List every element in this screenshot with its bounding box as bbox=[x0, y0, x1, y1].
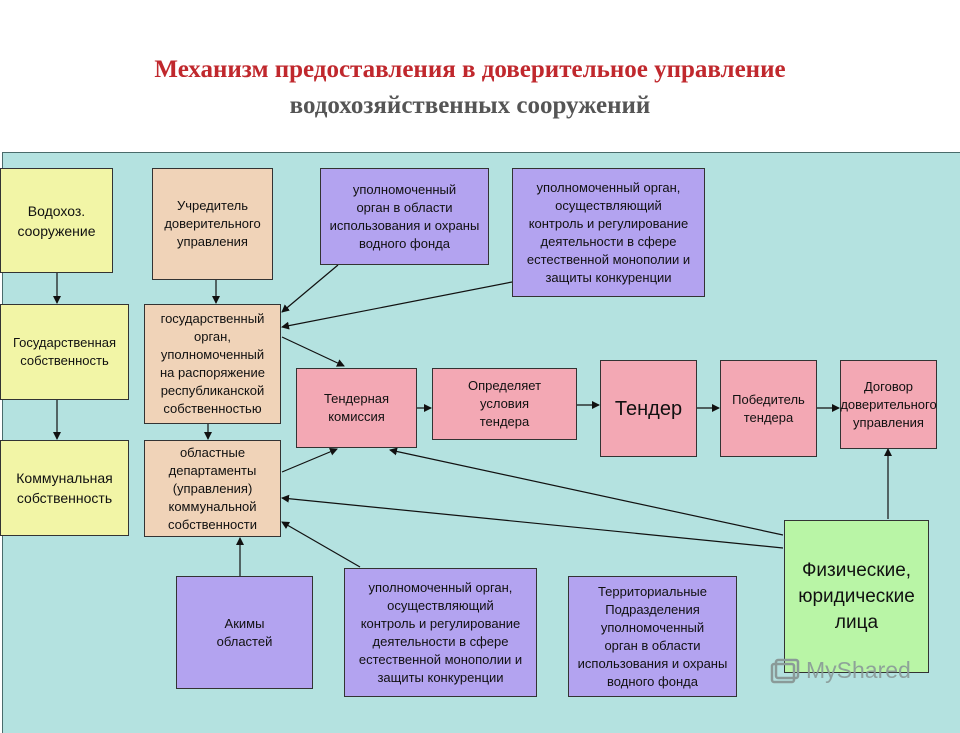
box-tender-komissiya: Тендерная комиссия bbox=[296, 368, 417, 448]
box-uchreditel: Учредитель доверительного управления bbox=[152, 168, 273, 280]
box-gos-sobstvennost-text: Государственная собственность bbox=[12, 335, 117, 368]
box-tender: Тендер bbox=[600, 360, 697, 457]
box-gos-sobstvennost: Государственная собственность bbox=[0, 304, 129, 400]
watermark-icon bbox=[770, 658, 800, 684]
box-gos-organ-text: государственный орган, уполномоченный на… bbox=[160, 311, 265, 416]
box-akimy-oblastey: Акимы областей bbox=[176, 576, 313, 689]
box-kommunal-sobstvennost: Коммунальная собственность bbox=[0, 440, 129, 536]
title-line-1: Механизм предоставления в доверительное … bbox=[154, 56, 786, 83]
title-line-2: водохозяйственных сооружений bbox=[289, 92, 651, 119]
box-akimy-text: Акимы областей bbox=[216, 615, 273, 649]
box-upolnom-monopoly-top-text: уполномоченный орган, осуществляющий кон… bbox=[526, 179, 691, 285]
box-tender-komissiya-text: Тендерная комиссия bbox=[323, 391, 390, 424]
box-tender-text: Тендер bbox=[614, 397, 683, 420]
arrow-monopoly-to-gosorgan bbox=[281, 281, 513, 330]
arrow-fiz-to-komissiya bbox=[389, 447, 784, 536]
box-dogovor: Договор доверительного управления bbox=[840, 360, 937, 449]
box-oblastnye-text: областные департаменты (управления) комм… bbox=[168, 444, 257, 532]
box-dogovor-text: Договор доверительного управления bbox=[840, 378, 937, 430]
box-vodokhoz-sooruzhenie: Водохоз. сооружение bbox=[0, 168, 113, 273]
box-opredelyaet: Определяет условия тендера bbox=[432, 368, 577, 440]
watermark-text: MyShared bbox=[806, 657, 911, 683]
box-territorialnye-text: Территориальные Подразделения уполномоче… bbox=[577, 583, 728, 689]
arrow-vodfond-to-gosorgan bbox=[281, 264, 339, 313]
box-territorialnye: Территориальные Подразделения уполномоче… bbox=[568, 576, 737, 697]
box-gos-organ: государственный орган, уполномоченный на… bbox=[144, 304, 281, 424]
arrow-oblastnye-to-komissiya bbox=[281, 448, 338, 473]
box-uchreditel-text: Учредитель доверительного управления bbox=[164, 198, 261, 249]
arrow-fiz-to-oblastnye bbox=[281, 494, 784, 549]
box-pobeditel-text: Победитель тендера bbox=[732, 391, 805, 425]
box-upolnom-vodfond: уполномоченный орган в области использов… bbox=[320, 168, 489, 265]
box-fiz-yur-text: Физические, юридические лица bbox=[798, 559, 915, 633]
box-kommunal-text: Коммунальная собственность bbox=[16, 470, 113, 506]
arrow-monopoly-bottom-to-oblastnye bbox=[281, 521, 361, 568]
box-oblastnye-departamenty: областные департаменты (управления) комм… bbox=[144, 440, 281, 537]
slide-title: Механизм предоставления в доверительное … bbox=[0, 52, 940, 124]
box-upolnom-vodfond-text: уполномоченный орган в области использов… bbox=[329, 181, 480, 251]
arrow-gosorgan-to-komissiya bbox=[281, 336, 345, 367]
box-upolnom-monopoly-top: уполномоченный орган, осуществляющий кон… bbox=[512, 168, 705, 297]
box-opredelyaet-text: Определяет условия тендера bbox=[467, 378, 542, 429]
box-upolnom-monopoly-bottom: уполномоченный орган, осуществляющий кон… bbox=[344, 568, 537, 697]
box-vodokhoz-text: Водохоз. сооружение bbox=[17, 202, 96, 239]
box-fiz-yur-litsa: Физические, юридические лица bbox=[784, 520, 929, 673]
box-pobeditel: Победитель тендера bbox=[720, 360, 817, 457]
box-upolnom-monopoly-bottom-text: уполномоченный орган, осуществляющий кон… bbox=[358, 579, 523, 685]
